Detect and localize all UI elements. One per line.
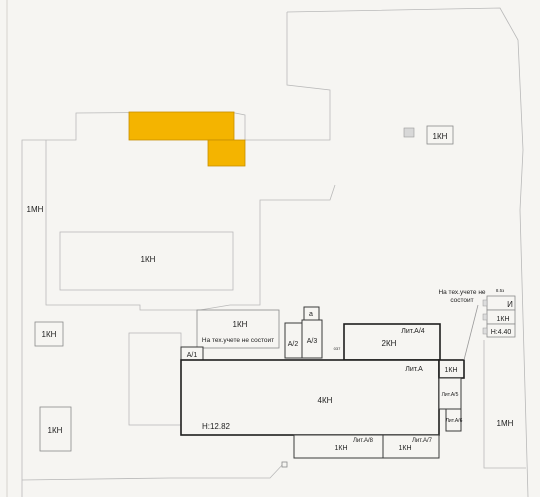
right-lower-outline <box>483 340 526 469</box>
kn-top-right-marker <box>403 127 415 138</box>
kn-right-small-label: 1КН <box>444 367 457 374</box>
entrance-step <box>281 461 288 468</box>
room-a-small-label: а <box>309 311 313 318</box>
tiny-side-mark: 8.5з <box>496 288 504 293</box>
kn-a8-label: 1КН <box>334 445 347 452</box>
height-1282-label: Н:12.82 <box>202 422 231 431</box>
not-registered-label-1: На тех.учете не состоит <box>202 337 274 344</box>
room-a1-label: А/1 <box>187 352 198 359</box>
main-building-lit-a <box>180 359 440 436</box>
left-inner-outline <box>45 140 336 311</box>
lit-a8-label: Лит.А/8 <box>353 438 374 444</box>
bottom-left-outline <box>21 461 286 481</box>
kn-middle-label: 1КН <box>141 255 156 264</box>
side-marker-1 <box>482 299 488 307</box>
kn-left-mid-box <box>34 321 64 347</box>
not-registered-label-2b: состоит <box>450 297 473 304</box>
highlighted-premises-main <box>128 111 235 141</box>
side-box-h440-label: Н:4.40 <box>491 329 512 336</box>
side-marker-2 <box>482 313 488 321</box>
tiny-mark: 037 <box>334 346 341 351</box>
lit-a7-block <box>382 434 440 459</box>
outer-site-outline <box>286 7 529 497</box>
connector-line <box>463 304 479 361</box>
side-box-i-label: И <box>507 300 513 309</box>
kn-top-right-label: 1КН <box>433 132 448 141</box>
lit-a6-block <box>445 408 462 432</box>
highlighted-premises-annex <box>207 139 246 167</box>
kn-left-bottom-label: 1КН <box>48 426 63 435</box>
lit-a5-label: Лит.А/5 <box>442 392 459 398</box>
top-building-outline <box>21 12 331 497</box>
kn2-label: 2КН <box>382 339 397 348</box>
side-box-kn-label: 1КН <box>496 316 509 323</box>
side-marker-3 <box>482 327 488 335</box>
kn-top-right-box <box>426 125 454 145</box>
lit-a-label: Лит.А <box>405 366 423 373</box>
middle-building-outline <box>59 231 234 291</box>
mn-left-label: 1МН <box>27 205 44 214</box>
lit-a4-label: Лит.А/4 <box>401 328 424 335</box>
kn-small-block <box>196 309 280 349</box>
lit-a6-label: Лит.А/6 <box>446 418 463 424</box>
kn-left-mid-label: 1КН <box>42 330 57 339</box>
not-registered-label-2a: На тех.учете не <box>438 289 485 296</box>
kn-small-block-label: 1КН <box>233 320 248 329</box>
mn-right-label: 1МН <box>497 419 514 428</box>
kn-left-bottom-box <box>39 406 72 452</box>
room-a-small <box>303 306 320 321</box>
room-a3-label: А/3 <box>307 338 318 345</box>
kn-a7-label: 1КН <box>398 445 411 452</box>
lit-a7-label: Лит.А/7 <box>412 438 433 444</box>
kn4-label: 4КН <box>318 396 333 405</box>
room-a2-label: А/2 <box>288 341 299 348</box>
